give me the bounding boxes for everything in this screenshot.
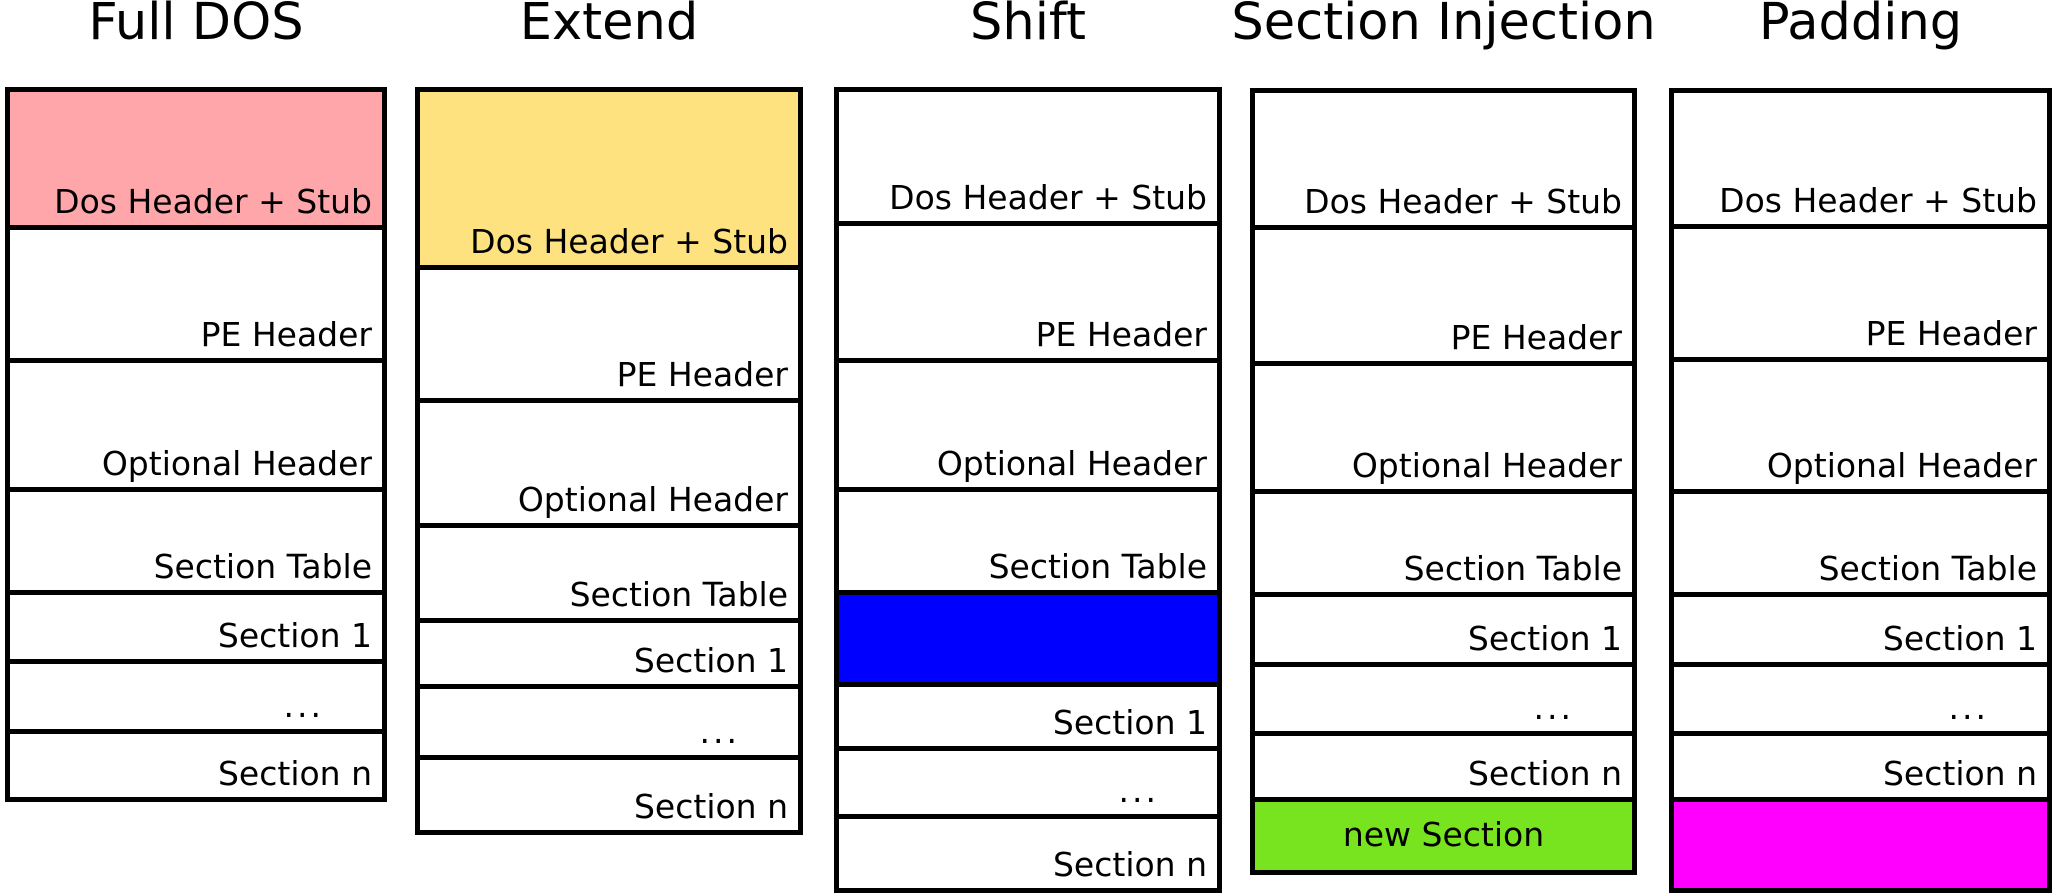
dos-header-stub-label: Dos Header + Stub (54, 181, 372, 221)
pe-header: PE Header (10, 230, 382, 363)
section-table-label: Section Table (153, 546, 372, 586)
section-1-label: Section 1 (633, 640, 788, 680)
section-table: Section Table (10, 492, 382, 595)
section-n: Section n (1674, 736, 2047, 802)
section-n-label: Section n (1467, 753, 1622, 793)
section-1-label: Section 1 (1052, 702, 1207, 742)
section-table: Section Table (1255, 494, 1632, 597)
pe-header: PE Header (839, 226, 1217, 363)
column-title-full-dos: Full DOS (88, 0, 304, 52)
section-table-label: Section Table (988, 546, 1207, 586)
pe-header-label: PE Header (200, 314, 372, 354)
section-n: Section n (420, 760, 798, 830)
dos-header-stub: Dos Header + Stub (1674, 93, 2047, 229)
section-1-label: Section 1 (1467, 618, 1622, 658)
sections-ellipsis: ... (1255, 667, 1632, 736)
optional-header: Optional Header (1255, 366, 1632, 494)
dos-header-stub-label: Dos Header + Stub (470, 221, 788, 261)
pe-header-label: PE Header (616, 354, 788, 394)
section-1: Section 1 (420, 623, 798, 689)
column-title-section-injection: Section Injection (1231, 0, 1656, 52)
section-table-label: Section Table (1818, 548, 2037, 588)
section-1: Section 1 (1674, 597, 2047, 667)
dos-header-stub-label: Dos Header + Stub (1304, 181, 1622, 221)
padding-block (1674, 802, 2047, 888)
dos-header-stub: Dos Header + Stub (839, 92, 1217, 226)
optional-header-label: Optional Header (517, 479, 788, 519)
section-1-label: Section 1 (1882, 618, 2037, 658)
optional-header: Optional Header (420, 403, 798, 528)
new-section-label: new Section (1342, 815, 1545, 855)
section-n: Section n (1255, 736, 1632, 802)
pe-header-label: PE Header (1035, 314, 1207, 354)
sections-ellipsis-label: ... (1533, 687, 1574, 727)
section-table: Section Table (420, 528, 798, 623)
dos-header-stub: Dos Header + Stub (10, 92, 382, 230)
column-title-extend: Extend (519, 0, 699, 52)
column-title-shift: Shift (970, 0, 1086, 52)
section-table: Section Table (1674, 494, 2047, 597)
section-n: Section n (839, 819, 1217, 888)
sections-ellipsis-label: ... (1118, 770, 1159, 810)
dos-header-stub-label: Dos Header + Stub (1719, 180, 2037, 220)
new-section: new Section (1255, 802, 1632, 870)
column-title-padding: Padding (1758, 0, 1963, 52)
sections-ellipsis-label: ... (283, 685, 324, 725)
section-1: Section 1 (10, 595, 382, 664)
section-n-label: Section n (1052, 844, 1207, 884)
sections-ellipsis: ... (839, 751, 1217, 819)
optional-header-label: Optional Header (1351, 445, 1622, 485)
section-table-label: Section Table (1403, 548, 1622, 588)
section-n-label: Section n (217, 753, 372, 793)
dos-header-stub: Dos Header + Stub (420, 92, 798, 270)
dos-header-stub: Dos Header + Stub (1255, 93, 1632, 230)
pe-header: PE Header (420, 270, 798, 403)
sections-ellipsis-label: ... (1948, 687, 1989, 727)
optional-header: Optional Header (839, 363, 1217, 492)
column-section-injection: Section Injection Dos Header + Stub PE He… (1231, 0, 1656, 896)
optional-header-label: Optional Header (101, 443, 372, 483)
pe-header: PE Header (1674, 229, 2047, 362)
pe-header-label: PE Header (1450, 317, 1622, 357)
section-1: Section 1 (839, 687, 1217, 751)
section-1-label: Section 1 (217, 615, 372, 655)
section-n-label: Section n (633, 786, 788, 826)
sections-ellipsis-label: ... (699, 711, 740, 751)
sections-ellipsis: ... (1674, 667, 2047, 736)
section-table: Section Table (839, 492, 1217, 595)
section-n: Section n (10, 734, 382, 797)
section-table-label: Section Table (569, 574, 788, 614)
section-1: Section 1 (1255, 597, 1632, 667)
dos-header-stub-label: Dos Header + Stub (889, 177, 1207, 217)
optional-header: Optional Header (1674, 362, 2047, 494)
pe-header: PE Header (1255, 230, 1632, 366)
pe-header-label: PE Header (1865, 313, 2037, 353)
optional-header-label: Optional Header (1766, 445, 2037, 485)
sections-ellipsis: ... (10, 664, 382, 734)
optional-header: Optional Header (10, 363, 382, 492)
optional-header-label: Optional Header (936, 443, 1207, 483)
sections-ellipsis: ... (420, 689, 798, 760)
shifted-space-block (839, 595, 1217, 687)
section-n-label: Section n (1882, 753, 2037, 793)
